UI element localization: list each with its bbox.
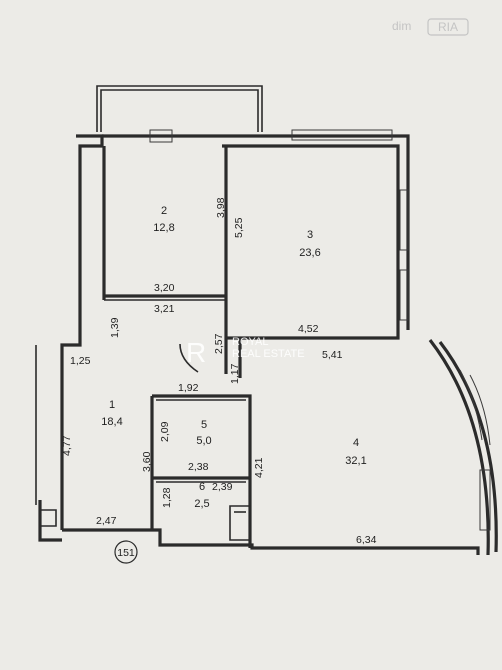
agency-watermark: R ROYAL REAL ESTATE <box>186 336 305 368</box>
dim-1-25: 1,25 <box>70 355 91 367</box>
door-swing <box>179 343 199 373</box>
dim-2-57: 2,57 <box>213 333 225 354</box>
dim-4-77: 4,77 <box>61 435 73 456</box>
dim-1-92: 1,92 <box>178 382 199 394</box>
interior-walls <box>40 146 252 548</box>
plan-number-marker: 151 <box>114 540 138 564</box>
dim-1-28: 1,28 <box>161 487 173 508</box>
room-number-4: 4 <box>353 437 359 449</box>
brand-watermark: dim RIA <box>392 18 469 36</box>
dim-1-39: 1,39 <box>109 317 121 338</box>
room-number-5: 5 <box>201 419 207 431</box>
dim-1-17: 1,17 <box>229 363 241 384</box>
dim-5-25: 5,25 <box>233 217 245 238</box>
dim-5-41: 5,41 <box>322 349 343 361</box>
room-area-5: 5,0 <box>196 435 211 447</box>
room-area-2: 12,8 <box>153 222 174 234</box>
dim-2-38: 2,38 <box>188 461 209 473</box>
dim-3-20: 3,20 <box>154 282 175 294</box>
agency-logo-mark: R <box>186 337 206 368</box>
windows <box>149 129 491 531</box>
room-area-6: 2,5 <box>194 498 209 510</box>
room-number-1: 1 <box>109 399 115 411</box>
dim-4-52: 4,52 <box>298 323 319 335</box>
dim-4-21: 4,21 <box>253 457 265 478</box>
room-area-1: 18,4 <box>101 416 122 428</box>
dim-2-39: 2,39 <box>212 481 233 493</box>
dim-3-21: 3,21 <box>154 303 175 315</box>
brand-text: dim <box>392 19 411 33</box>
balcony <box>96 85 263 132</box>
room-area-3: 23,6 <box>299 247 320 259</box>
room-number-6: 6 <box>199 481 205 493</box>
dim-3-98: 3,98 <box>215 197 227 218</box>
dim-2-09: 2,09 <box>159 421 171 442</box>
room-number-2: 2 <box>161 205 167 217</box>
dim-6-34: 6,34 <box>356 534 377 546</box>
brand-badge: RIA <box>438 20 458 34</box>
room-area-4: 32,1 <box>345 455 366 467</box>
dim-3-60: 3,60 <box>141 451 153 472</box>
outer-walls <box>35 134 498 556</box>
dim-2-47: 2,47 <box>96 515 117 527</box>
agency-name-line2: REAL ESTATE <box>232 348 305 360</box>
agency-name-line1: ROYAL <box>232 336 268 348</box>
room-number-3: 3 <box>307 229 313 241</box>
plan-number: 151 <box>117 547 135 559</box>
